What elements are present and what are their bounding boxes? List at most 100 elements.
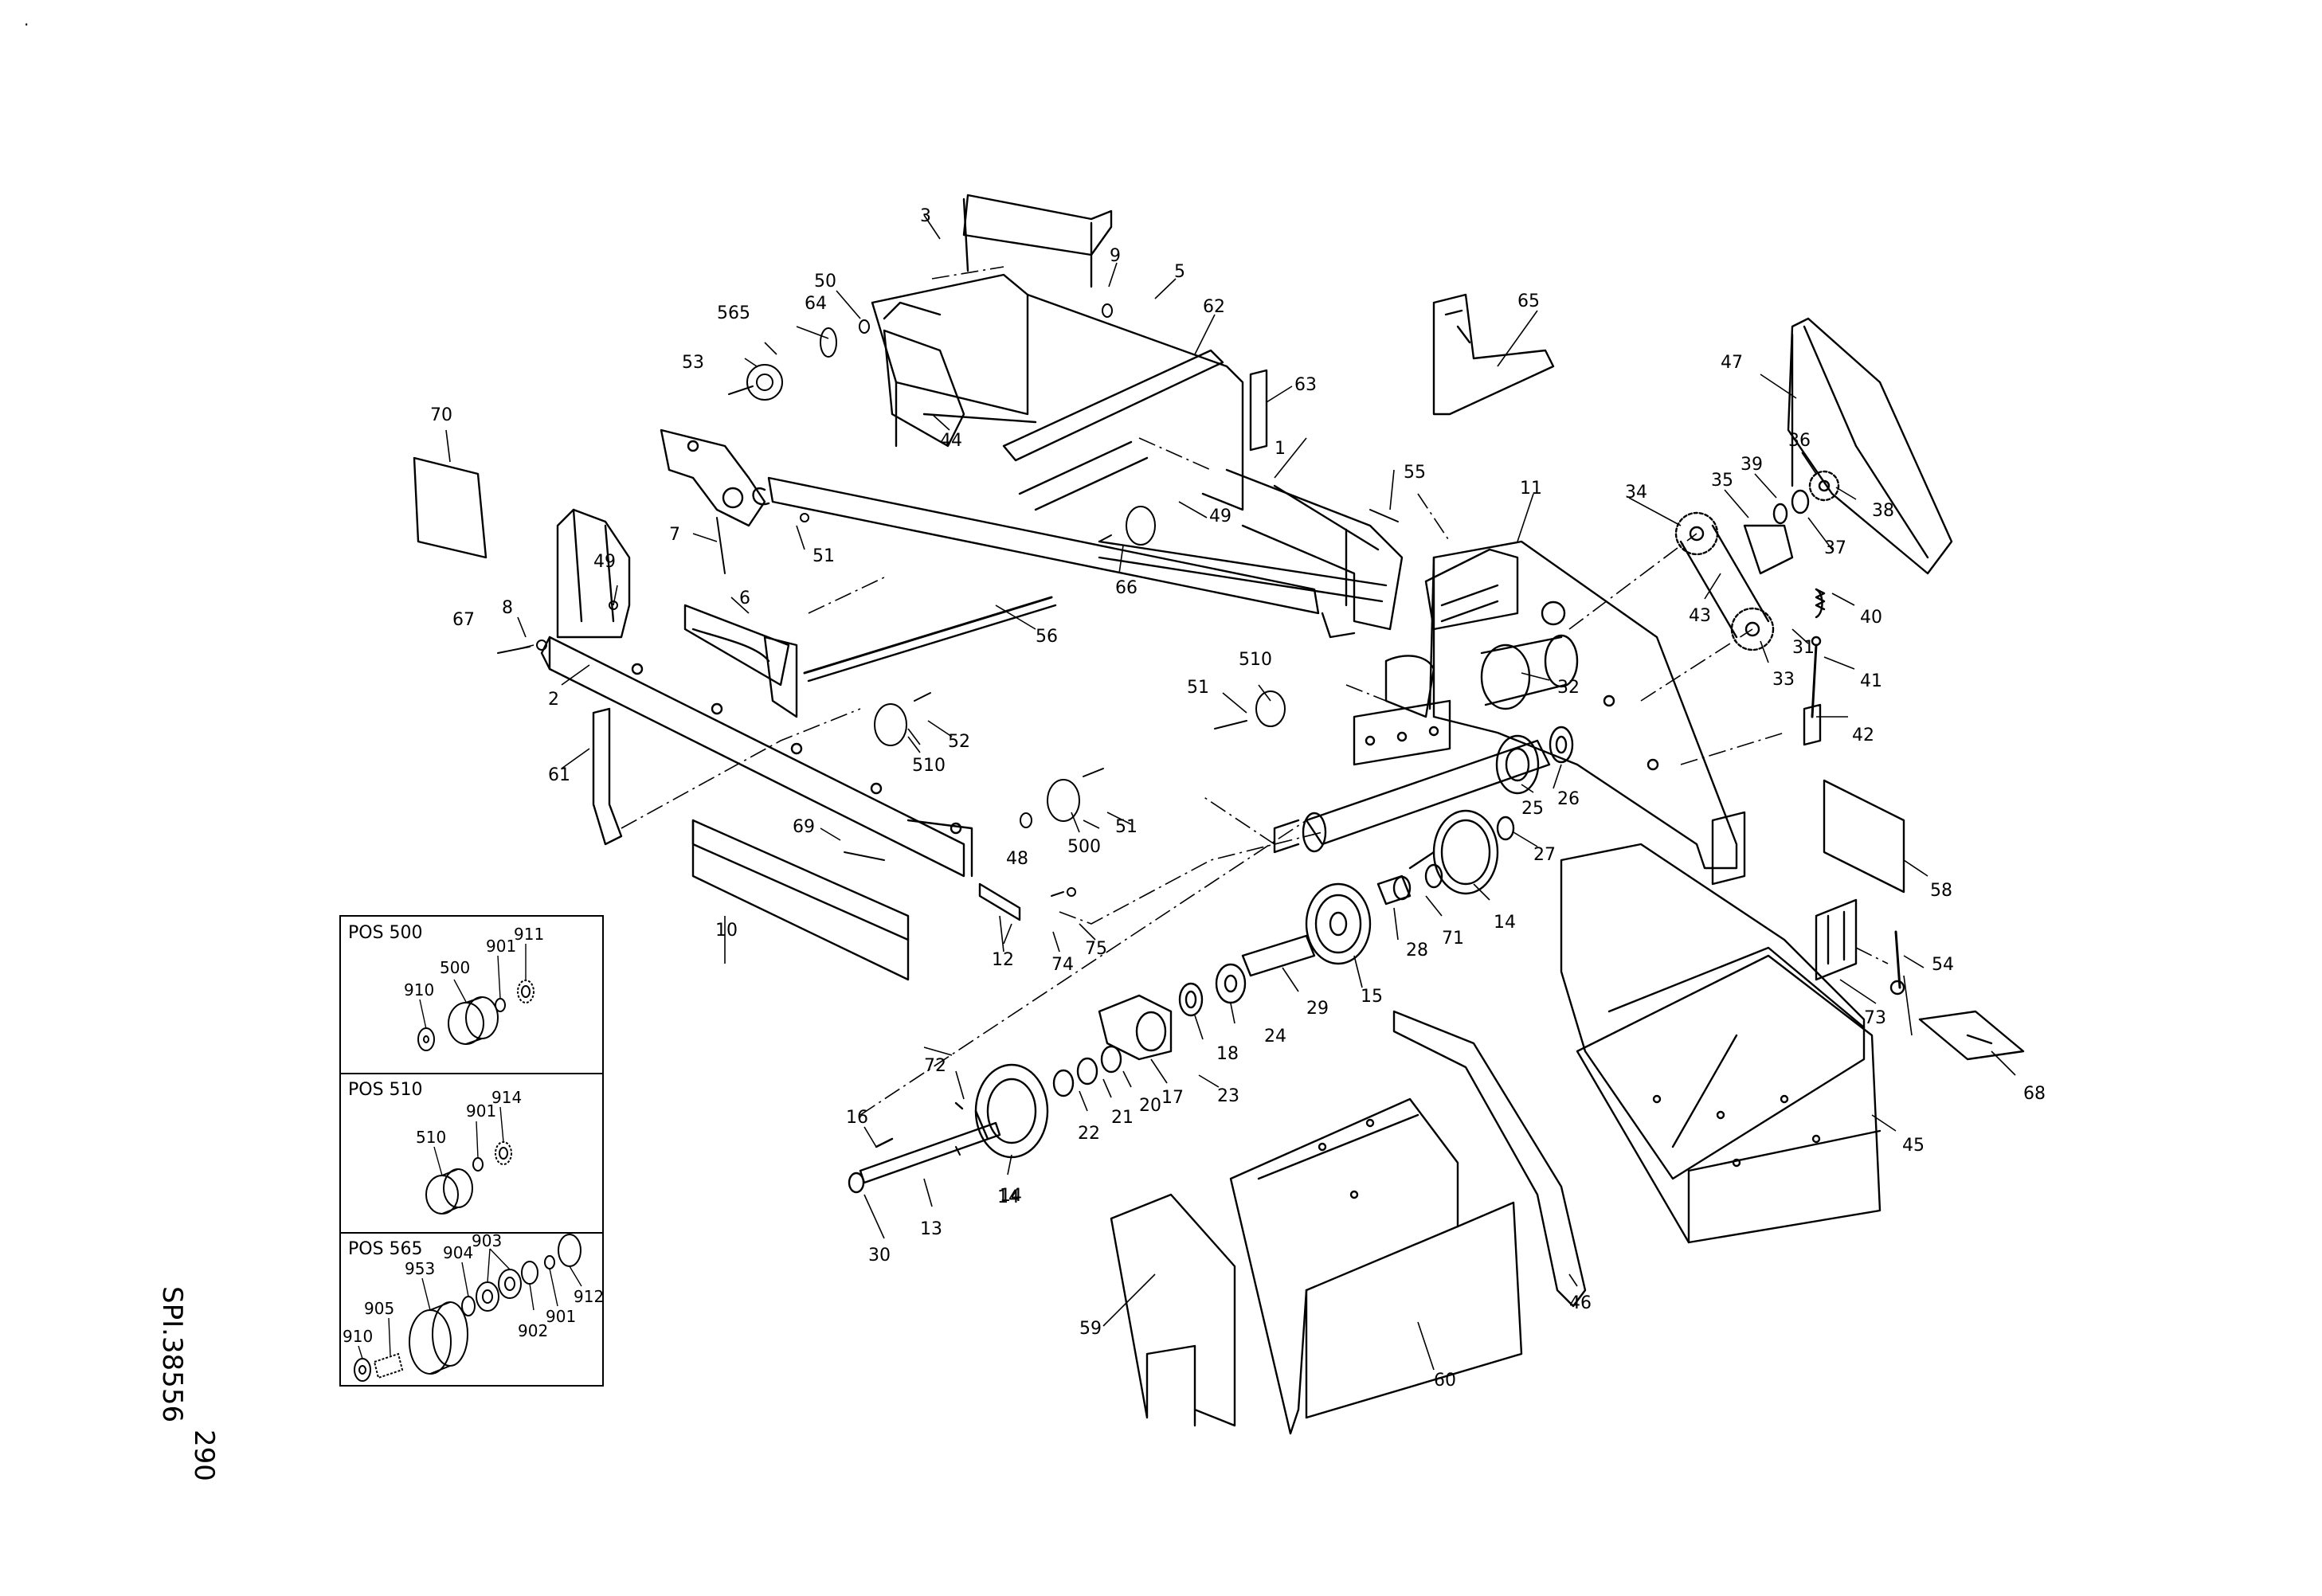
- part-label: 71: [1442, 929, 1464, 949]
- inset-label: 904: [443, 1243, 473, 1262]
- part-label: 58: [1930, 881, 1952, 901]
- bracket-65: [1432, 293, 1555, 416]
- part-label: 30: [868, 1246, 891, 1265]
- part-label: 18: [1216, 1044, 1239, 1064]
- part-label: 50: [814, 272, 836, 291]
- deck-45: [1576, 954, 1881, 1244]
- part-label: 510: [912, 756, 946, 776]
- part-label: 24: [1264, 1027, 1286, 1046]
- part-label: 23: [1217, 1086, 1239, 1106]
- part-label: 65: [1517, 291, 1540, 311]
- bearing-25: [1495, 734, 1540, 795]
- part-label: 74: [1051, 955, 1074, 975]
- inset-panel: [339, 915, 604, 1387]
- part-label: 72: [924, 1056, 946, 1076]
- part-label: 51: [1115, 817, 1138, 837]
- part-label: 39: [1741, 455, 1763, 475]
- part-label: 14: [997, 1187, 1020, 1207]
- part-label: 43: [1689, 606, 1711, 626]
- spacer-29: [1241, 934, 1316, 977]
- inset-title: POS 565: [348, 1239, 423, 1259]
- side-reference: 290 SPI.38556: [156, 1286, 220, 1481]
- left-frame-plate: [556, 508, 631, 639]
- part-label: 5: [1174, 262, 1185, 282]
- part-label: 1: [1275, 439, 1286, 459]
- inset-510-drawing: [425, 1141, 512, 1215]
- part-label: 565: [717, 303, 750, 323]
- drawing-code: SPI.38556: [156, 1286, 188, 1422]
- cross-brace-62: [1002, 349, 1224, 462]
- bearing-housing-17: [1098, 994, 1173, 1061]
- part-label: 2: [548, 690, 559, 710]
- inset-labels: POS 500 500 901 910 911 POS 510 510 901 …: [343, 923, 604, 1346]
- inset-title: POS 510: [348, 1080, 423, 1100]
- part-label: 7: [669, 525, 680, 545]
- part-label: 12: [992, 950, 1014, 970]
- part-label: 70: [430, 405, 452, 425]
- part-label: 16: [846, 1108, 868, 1128]
- part-label: 52: [948, 732, 970, 752]
- part-label: 53: [682, 353, 704, 373]
- part-label: 29: [1306, 999, 1329, 1019]
- inset-label: 910: [404, 980, 434, 999]
- part-label: 34: [1625, 483, 1647, 503]
- part-label: 21: [1111, 1108, 1134, 1128]
- part-label: 32: [1557, 678, 1580, 698]
- upper-bracket-3: [962, 194, 1113, 256]
- inset-label: 911: [514, 925, 544, 944]
- part-label: 28: [1406, 941, 1428, 960]
- inset-label: 953: [405, 1259, 435, 1278]
- inset-label: 901: [466, 1101, 496, 1121]
- part-label: 59: [1079, 1319, 1102, 1339]
- part-label: 15: [1361, 987, 1383, 1007]
- side-plate-upper: [1560, 843, 1866, 1180]
- page-number: 290: [188, 1430, 220, 1481]
- part-label: 61: [548, 765, 570, 785]
- part-label: 75: [1085, 939, 1107, 959]
- part-label: 68: [2023, 1084, 2046, 1104]
- part-label: 63: [1294, 375, 1317, 395]
- inset-title: POS 500: [348, 923, 423, 943]
- part-label: 49: [593, 552, 616, 572]
- part-label: 33: [1772, 670, 1795, 690]
- ring-26: [1549, 726, 1574, 764]
- inset-label: 910: [343, 1327, 373, 1346]
- inset-label: 912: [574, 1287, 604, 1306]
- part-label: 41: [1860, 671, 1882, 691]
- part-label: 10: [715, 921, 738, 941]
- part-label: 37: [1824, 538, 1846, 558]
- part-label: 25: [1521, 799, 1544, 819]
- part-label: 45: [1902, 1136, 1925, 1156]
- part-label: 14: [1494, 913, 1516, 933]
- plate-68: [1918, 1010, 2025, 1061]
- gear-15: [1305, 882, 1372, 965]
- sprocket-36: [1808, 470, 1840, 502]
- part-label: 11: [1520, 479, 1542, 499]
- chain-guard-47: [1787, 317, 1953, 575]
- slot-bracket-73: [1815, 898, 1858, 981]
- inset-500-drawing: [417, 980, 534, 1051]
- part-label-dup: 14: [1000, 1186, 1022, 1206]
- part-label: 51: [813, 546, 835, 566]
- part-label: 49: [1209, 507, 1231, 526]
- part-label: 22: [1078, 1124, 1100, 1144]
- inset-label: 901: [546, 1307, 576, 1326]
- inset-label: 914: [491, 1088, 522, 1107]
- part-label: 66: [1115, 578, 1138, 598]
- part-label: 64: [805, 294, 827, 314]
- part-label: 48: [1006, 849, 1028, 869]
- part-label: 9: [1110, 246, 1121, 266]
- strap-46: [1392, 1010, 1587, 1308]
- part-label: 27: [1533, 845, 1556, 865]
- part-label: 8: [502, 598, 513, 618]
- corner-mark: .: [24, 10, 29, 29]
- inset-label: 902: [518, 1321, 548, 1340]
- cover-60: [1229, 1097, 1459, 1435]
- part-label: 47: [1721, 353, 1743, 373]
- inset-label: 901: [486, 937, 516, 956]
- part-label: 54: [1932, 955, 1954, 975]
- part-label: 55: [1404, 463, 1426, 483]
- part-label: 42: [1852, 726, 1874, 745]
